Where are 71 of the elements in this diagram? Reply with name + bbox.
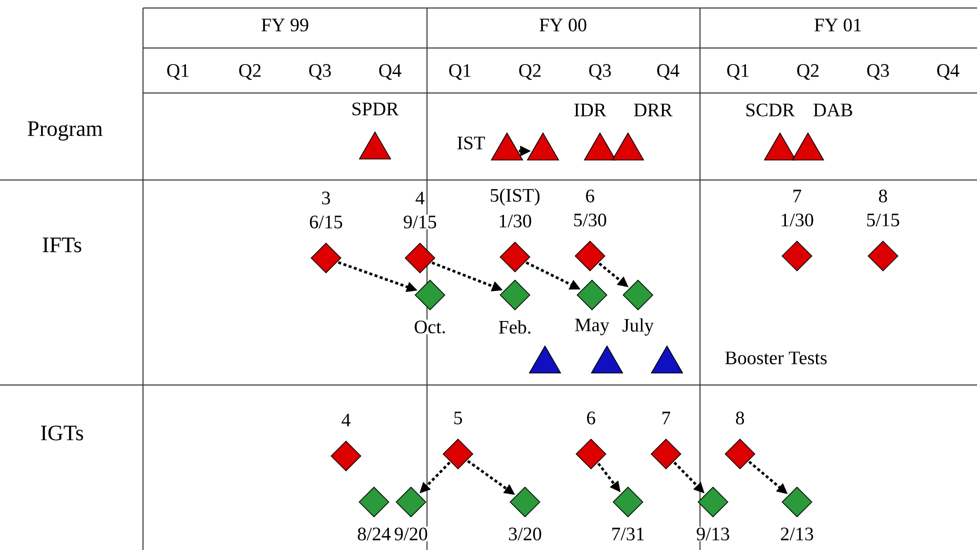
column-header: Q1 — [167, 64, 188, 80]
diamond-marker — [612, 486, 644, 518]
marker-label: Oct. — [412, 320, 448, 334]
column-header: Q4 — [937, 64, 960, 80]
diamond-marker — [500, 280, 530, 310]
marker-label: 5/15 — [865, 212, 901, 228]
marker-label: 9/15 — [402, 214, 438, 230]
marker-label: 8 — [734, 410, 746, 426]
marker-label: May — [574, 318, 610, 336]
column-header: Q3 — [589, 64, 611, 80]
diamond-marker — [650, 438, 682, 470]
marker-label: SCDR — [744, 102, 796, 118]
column-header: FY 01 — [814, 18, 861, 32]
column-header: Q2 — [239, 64, 261, 80]
marker-label: 4 — [340, 412, 352, 428]
marker-label: July — [621, 317, 655, 337]
column-header: Q1 — [449, 64, 470, 80]
diamond-marker — [330, 440, 362, 472]
marker-label: SPDR — [350, 102, 400, 116]
marker-label: 5/30 — [572, 212, 608, 228]
diamond-marker — [510, 486, 540, 518]
diamond-marker — [310, 242, 342, 274]
diamond-marker — [358, 486, 390, 518]
note: Booster Tests — [725, 352, 827, 364]
diamond-marker — [396, 486, 426, 518]
marker-label: 5(IST) — [488, 187, 542, 207]
column-header: Q1 — [727, 64, 748, 80]
column-header: Q4 — [657, 64, 680, 80]
column-header: Q3 — [309, 64, 331, 80]
row-label: IGTs — [40, 426, 84, 440]
diamond-marker — [574, 240, 606, 272]
column-header: FY 99 — [262, 18, 308, 32]
marker-label: 1/30 — [779, 212, 815, 228]
marker-label: DRR — [632, 102, 674, 118]
diamond-marker — [414, 280, 446, 310]
column-header: Q2 — [797, 64, 819, 80]
diamond-marker — [576, 280, 608, 310]
marker-label: IST — [456, 136, 486, 150]
diamond-marker — [868, 240, 898, 272]
diamond-marker — [404, 242, 436, 274]
diamond-marker — [782, 486, 812, 518]
marker-label: 4 — [414, 190, 426, 206]
marker-label: DAB — [812, 102, 854, 118]
column-header: FY 00 — [540, 18, 586, 32]
diamond-marker — [500, 242, 530, 272]
column-header: Q4 — [379, 64, 402, 80]
marker-label: 2/13 — [779, 526, 815, 542]
marker-label: 6/15 — [308, 214, 344, 230]
diamond-marker — [782, 240, 812, 272]
marker-label: 8/24 — [356, 526, 392, 542]
marker-label: 9/13 — [695, 526, 731, 542]
marker-label: Feb. — [497, 319, 533, 335]
column-header: Q2 — [519, 64, 541, 80]
column-header: Q3 — [867, 64, 889, 80]
row-label: IFTs — [42, 238, 82, 252]
marker-label: 3/20 — [507, 526, 543, 542]
marker-label: 8 — [877, 188, 889, 204]
diamond-marker — [442, 438, 474, 470]
row-label: Program — [28, 121, 103, 141]
marker-label: 3 — [320, 190, 332, 206]
diamond-marker — [576, 438, 606, 470]
marker-label: IDR — [572, 102, 608, 118]
marker-label: 1/30 — [497, 214, 533, 228]
marker-label: 6 — [584, 188, 596, 204]
marker-label: 6 — [585, 410, 597, 426]
marker-label: 7/31 — [610, 526, 646, 542]
diamond-marker — [724, 438, 756, 470]
marker-label: 5 — [452, 410, 464, 426]
marker-label: 9/20 — [393, 526, 429, 542]
diamond-marker — [698, 486, 728, 518]
diamond-marker — [622, 280, 654, 310]
